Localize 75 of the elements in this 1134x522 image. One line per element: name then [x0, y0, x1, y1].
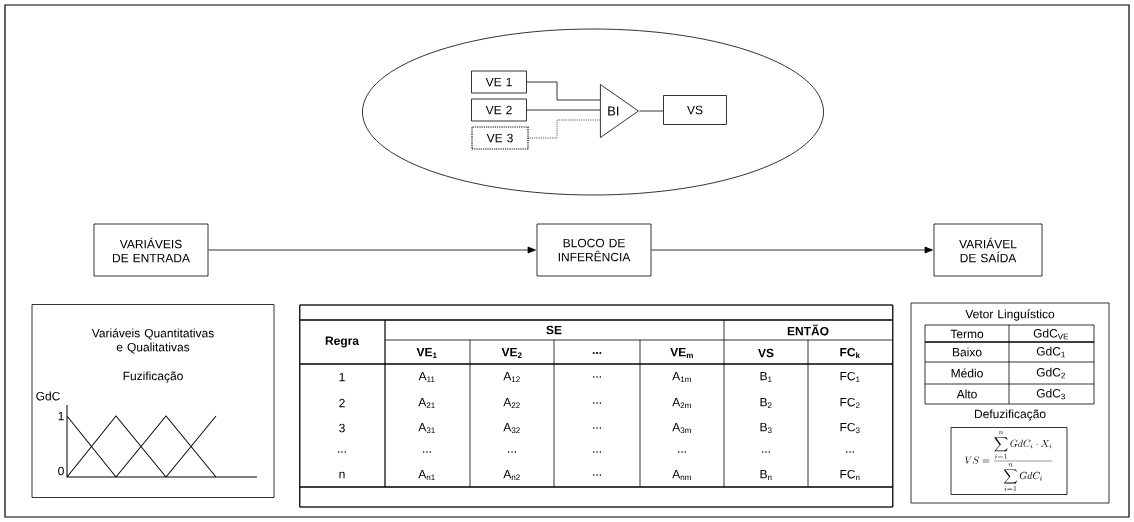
arrow — [651, 246, 933, 254]
table-cell: 1 — [339, 372, 345, 382]
process-box: BLOCO DE INFERÊNCIA — [536, 223, 652, 277]
table-cell: ... — [593, 474, 601, 476]
table-header: VE$_{m}$ — [670, 348, 693, 359]
input-box: VE 3 — [471, 126, 529, 150]
table-cell: A$_{3m}$ — [672, 422, 691, 434]
table-cell: FC$_{2}$ — [840, 397, 860, 409]
connector-line — [526, 109, 601, 111]
table-cell: FC$_{3}$ — [840, 422, 860, 434]
panel-title: Variáveis Quantitativas e Qualitativas — [91, 328, 214, 354]
table-header: SE — [546, 325, 562, 335]
panel-title: Fuzificação — [123, 371, 183, 383]
table-cell: B$_{1}$ — [760, 372, 772, 383]
panel-title: Vetor Linguístico — [965, 309, 1055, 321]
table-header: ... — [592, 352, 602, 354]
arrow — [208, 246, 536, 254]
table-cell: B$_{2}$ — [760, 398, 772, 409]
table-cell: B$_{3}$ — [760, 422, 772, 434]
table-header: VE$_{1}$ — [416, 348, 437, 359]
table-cell: A$_{21}$ — [418, 398, 435, 409]
process-box: VARIÁVEL DE SAÍDA — [933, 223, 1043, 277]
table-cell: GdC$_{3}$ — [1036, 388, 1065, 400]
table-cell: ... — [593, 402, 601, 404]
table-cell: ... — [593, 376, 601, 378]
table-cell: ... — [593, 427, 601, 429]
process-box: VARIÁVEIS DE ENTRADA — [93, 223, 209, 277]
amplifier-triangle: BI — [600, 84, 639, 138]
table-cell: A$_{22}$ — [503, 398, 520, 409]
table-cell: ... — [508, 451, 516, 453]
table-cell: A$_{n2}$ — [503, 470, 520, 481]
input-box: VE 2 — [471, 98, 527, 122]
connector-line — [526, 81, 601, 101]
table-cell: 3 — [339, 423, 345, 433]
table-cell: Baixo — [953, 347, 982, 357]
table-cell: GdC$_{1}$ — [1036, 346, 1065, 358]
table-cell: A$_{31}$ — [418, 422, 435, 434]
table-cell: GdC$_{2}$ — [1036, 367, 1065, 379]
table-cell: A$_{12}$ — [503, 372, 520, 383]
table-header: ENTÃO — [787, 324, 829, 336]
axis-label: 1 — [58, 411, 64, 421]
table-cell: 2 — [339, 398, 345, 408]
table-cell: n — [339, 471, 345, 479]
table-header: Regra — [325, 336, 360, 348]
table-cell: A$_{1m}$ — [672, 372, 691, 383]
table-cell: Alto — [956, 389, 977, 399]
connector-line — [639, 110, 664, 112]
table-cell: ... — [423, 451, 431, 453]
table-header: VS — [758, 348, 774, 358]
table-cell: A$_{n1}$ — [418, 470, 435, 481]
table-cell: ... — [338, 451, 346, 453]
table-cell: A$_{nm}$ — [672, 470, 691, 481]
input-box: VE 1 — [471, 70, 527, 94]
table-cell: A$_{2m}$ — [672, 398, 691, 409]
table-cell: GdC$_{VE}$ — [1033, 328, 1069, 340]
table-cell: FC$_{n}$ — [840, 469, 860, 481]
connector-line — [528, 119, 601, 139]
table-cell: A$_{11}$ — [418, 372, 435, 383]
table-cell: A$_{32}$ — [503, 422, 520, 434]
table-cell: ... — [678, 451, 686, 453]
table-header: VE$_{2}$ — [501, 348, 522, 359]
table-cell: Termo — [950, 329, 984, 339]
formula-box: $VS = \frac{\displaystyle\sum_{i=1}^{n} GdC_{i} \cdot X_{i}}{\displaystyle\sum_{i=1}^{n} GdC_{i}}$ — [950, 427, 1068, 495]
panel-title: Defuzificação — [975, 409, 1046, 421]
table-cell: Médio — [951, 368, 983, 378]
axis-label: GdC — [36, 391, 60, 401]
ellipse — [362, 28, 824, 196]
table-cell: ... — [846, 451, 854, 453]
table-cell: B$_{n}$ — [760, 470, 772, 481]
output-box: VS — [663, 95, 727, 125]
table-header: FC$_{k}$ — [840, 347, 860, 359]
table-cell: FC$_{1}$ — [840, 371, 860, 383]
table-cell: ... — [762, 451, 770, 453]
axis-label: 0 — [58, 466, 64, 476]
table-cell: ... — [593, 451, 601, 453]
